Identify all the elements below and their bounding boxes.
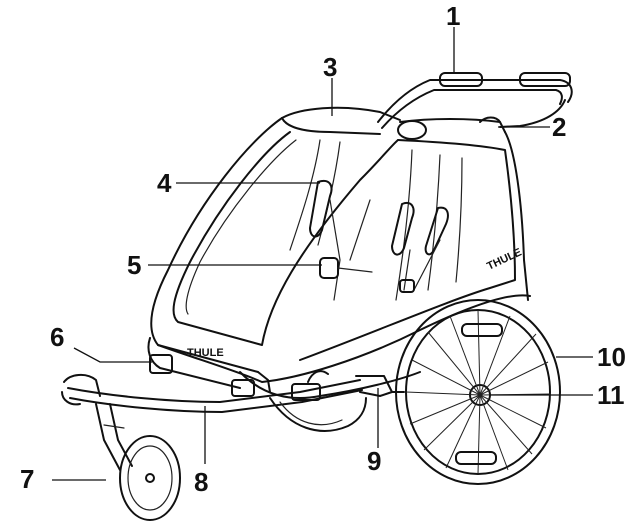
reflector [149,354,255,397]
callout-7: 7 [20,464,34,494]
stroller-arm [67,370,405,413]
handlebar-grip-right [519,72,571,87]
callout-8: 8 [194,467,208,497]
rear-wheel-left [269,397,367,432]
harness [309,180,449,301]
callout-9: 9 [367,446,381,476]
harness-buckle [319,257,339,279]
callout-10: 10 [597,342,626,372]
wheel-spokes [405,309,551,475]
canopy-top [281,106,506,140]
callout-5: 5 [127,250,141,280]
harness-pad-left [309,180,333,238]
callout-4: 4 [157,168,172,198]
callout-6: 6 [50,322,64,352]
callout-2: 2 [552,112,566,142]
stroller-wheel [61,374,181,521]
harness-pad-right [391,202,415,256]
callout-3: 3 [323,52,337,82]
handlebar [377,72,573,129]
brand-mark-side: THULE [485,246,523,272]
callouts: 1 2 3 4 5 6 7 8 9 10 11 [20,1,626,497]
leader-lines [52,27,593,481]
canopy-roll-front [397,120,427,140]
callout-1: 1 [446,1,460,31]
brand-mark-front: THULE [187,347,224,359]
handlebar-grip-left [439,72,483,87]
rear-wheel [395,299,561,485]
callout-11: 11 [597,380,625,410]
